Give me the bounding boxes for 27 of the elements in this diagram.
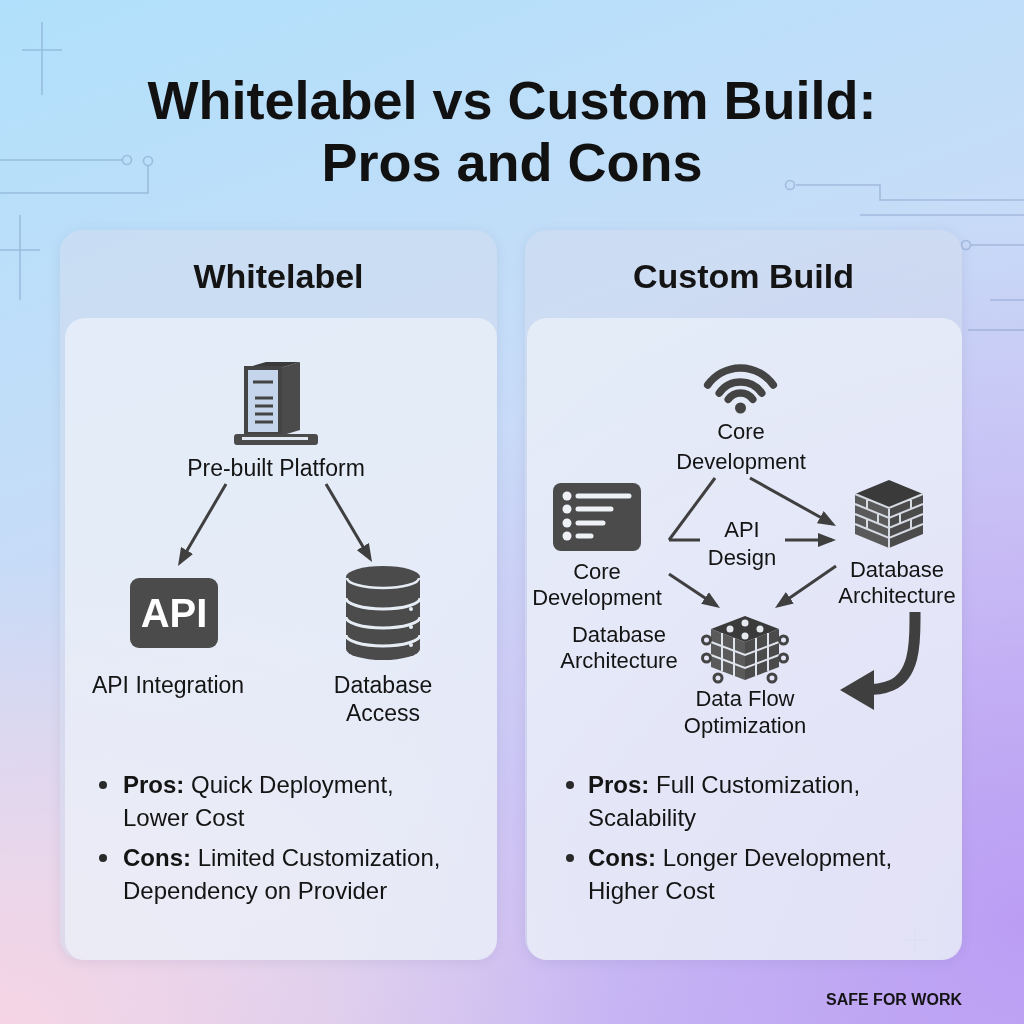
- arrow: [178, 483, 228, 566]
- title: Whitelabel vs Custom Build: Pros and Cons: [147, 70, 877, 192]
- api-tile: API: [130, 578, 218, 648]
- bullet-text: Pros: Quick Deployment, Lower Cost: [123, 771, 394, 831]
- arrow: [749, 476, 836, 526]
- node-caption: Database Access: [333, 672, 433, 726]
- panel-heading: Custom Build: [633, 257, 854, 295]
- connector-line: [669, 538, 700, 542]
- stamp-text: SAFE FOR WORK: [826, 991, 962, 1008]
- connector-line: [667, 477, 717, 541]
- arrow: [785, 533, 836, 547]
- node-caption: API Design: [707, 517, 777, 570]
- node-caption: Core Development: [532, 559, 662, 610]
- node-caption: Pre-built Platform: [187, 455, 365, 481]
- node-caption: Core Development: [676, 419, 806, 474]
- bullet-text: Cons: Longer Development, Higher Cost: [588, 844, 893, 904]
- curved-arrow: [840, 612, 921, 710]
- node-caption: API Integration: [91, 672, 245, 698]
- arrow: [775, 564, 837, 608]
- arrow: [668, 572, 720, 608]
- arrow: [324, 483, 372, 562]
- panel-heading: Whitelabel: [193, 257, 364, 295]
- diagram-label: Database Architecture: [560, 622, 678, 673]
- bullet-text: Pros: Full Customization, Scalability: [588, 771, 861, 831]
- bullet-text: Cons: Limited Customization, Dependency on Provider: [123, 844, 441, 904]
- node-caption: Data Flow Optimization: [683, 686, 807, 738]
- node-caption: Database Architecture: [838, 557, 956, 608]
